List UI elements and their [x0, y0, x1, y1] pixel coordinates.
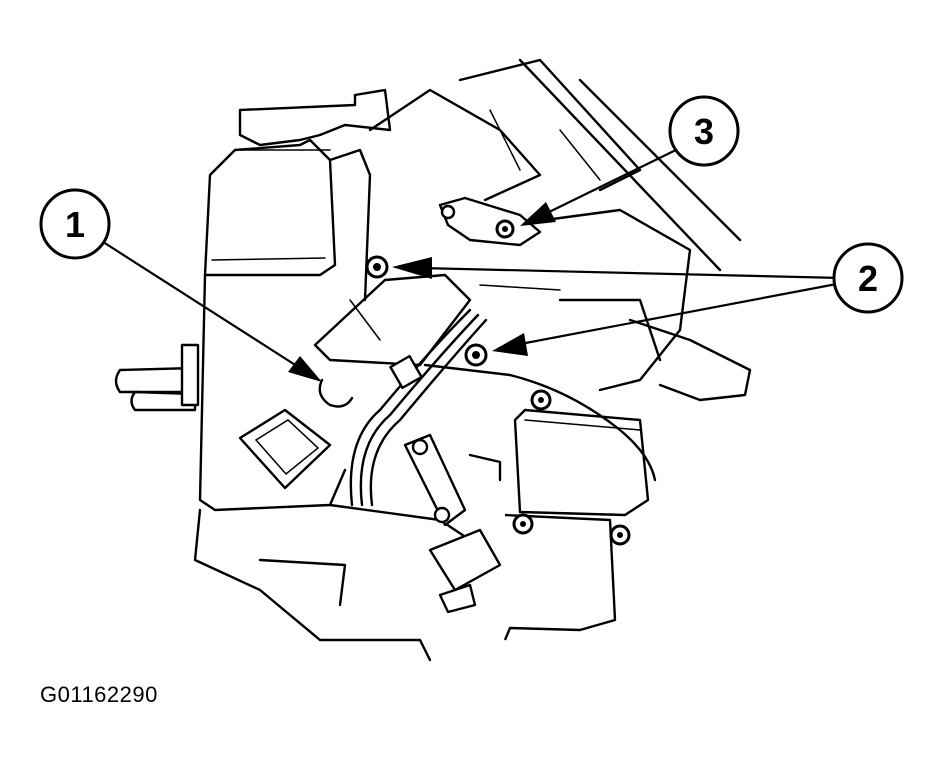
- callout-3: 3: [668, 95, 740, 167]
- callout-2: 2: [832, 242, 904, 314]
- arrowhead-callout-1: [288, 356, 322, 382]
- callout-3-number: 3: [694, 111, 714, 152]
- leader-lines: [99, 147, 843, 382]
- arrowhead-callout-3: [520, 202, 556, 226]
- callout-2-number: 2: [858, 258, 878, 299]
- leader-callout-2-upper: [419, 266, 843, 280]
- leader-callout-1: [99, 239, 301, 369]
- leader-callout-2-lower: [514, 281, 843, 347]
- callout-1: 1: [39, 188, 111, 260]
- leader-callout-3: [544, 147, 681, 215]
- housing-line-art: [114, 58, 752, 662]
- figure-id-label: G01162290: [40, 682, 158, 707]
- callout-1-number: 1: [65, 204, 85, 245]
- arrowhead-callout-2-upper: [392, 257, 432, 279]
- arrowhead-callout-2-lower: [492, 333, 528, 356]
